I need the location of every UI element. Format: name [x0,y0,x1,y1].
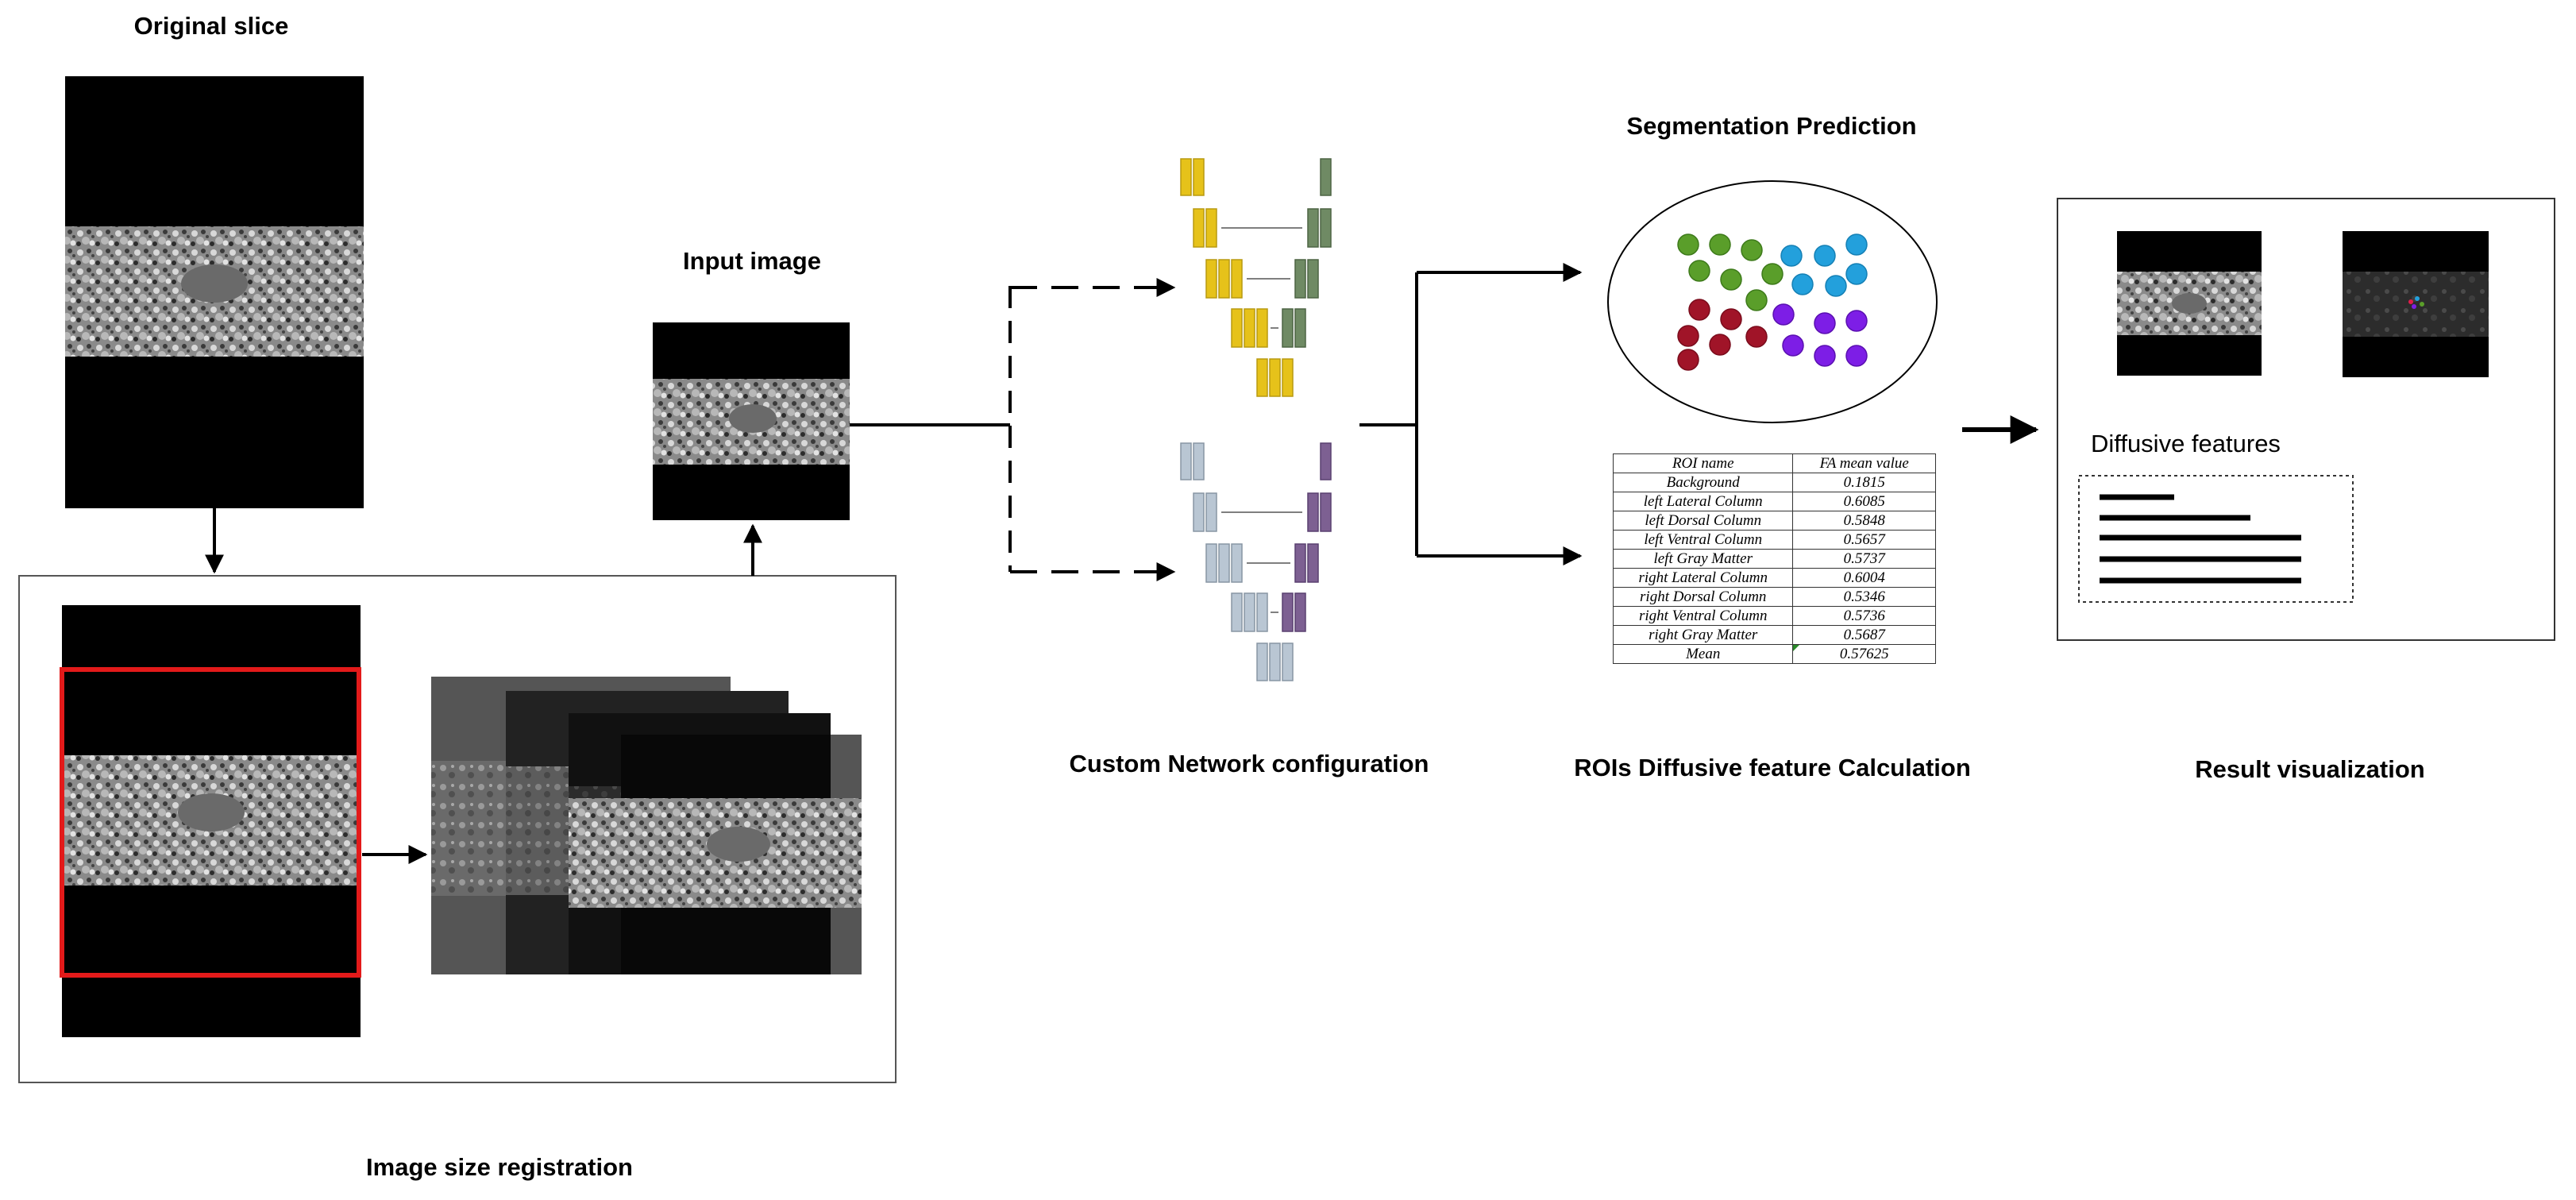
fa-value-cell: 0.5737 [1792,549,1936,569]
fa-mean-value: 0.57625 [1839,646,1889,662]
table-header-row: ROI name FA mean value [1612,453,1936,473]
roi-name-cell: right Lateral Column [1612,568,1794,588]
registration-source-image [62,605,361,1037]
custom-network-label: Custom Network configuration [1069,750,1429,777]
table-header-fa-mean: FA mean value [1792,453,1936,473]
result-segmentation-thumbnail [2343,231,2489,377]
original-slice-image [65,76,364,508]
result-visualization-label: Result visualization [2195,755,2425,783]
fa-value-cell: 0.5657 [1792,530,1936,550]
roi-name-cell: left Dorsal Column [1612,511,1794,531]
roi-calculation-label: ROIs Diffusive feature Calculation [1574,754,1971,781]
original-slice-label: Original slice [133,12,289,40]
input-image [653,322,850,520]
roi-name-cell: left Ventral Column [1612,530,1794,550]
roi-name-cell: Background [1612,473,1794,492]
fa-value-cell: 0.1815 [1792,473,1936,492]
registration-panel [18,575,897,1083]
roi-name-cell: left Lateral Column [1612,492,1794,511]
table-row: Mean 0.57625 [1612,644,1936,664]
result-original-thumbnail [2117,231,2262,376]
input-to-network-connector [850,278,1176,581]
fa-value-cell: 0.5346 [1792,587,1936,607]
result-panel [2057,198,2555,641]
fa-value-cell: 0.5687 [1792,625,1936,645]
fa-value-cell: 0.57625 [1792,644,1936,664]
image-size-registration-label: Image size registration [366,1153,633,1181]
table-header-roi-name: ROI name [1612,453,1794,473]
segmentation-clusters [1607,180,1938,423]
roi-name-cell: right Gray Matter [1612,625,1794,645]
diffusive-features-box [2078,475,2354,603]
registered-image-stack [431,677,862,974]
network-output-branches [1359,263,1583,565]
input-image-label: Input image [683,247,821,275]
roi-name-cell: left Gray Matter [1612,549,1794,569]
diffusive-features-text-lines [2100,494,2301,584]
crop-box [60,667,361,978]
roi-name-cell: right Ventral Column [1612,606,1794,626]
roi-name-cell: right Dorsal Column [1612,587,1794,607]
fa-value-cell: 0.5736 [1792,606,1936,626]
unet-top [1180,158,1332,397]
fa-value-cell: 0.5848 [1792,511,1936,531]
diffusive-features-label: Diffusive features [2091,430,2281,457]
cell-flag-marker [1793,645,1800,651]
fa-value-cell: 0.6085 [1792,492,1936,511]
unet-bottom [1180,442,1332,681]
fa-value-cell: 0.6004 [1792,568,1936,588]
roi-name-cell: Mean [1612,644,1794,664]
segmentation-prediction-label: Segmentation Prediction [1626,112,1917,140]
